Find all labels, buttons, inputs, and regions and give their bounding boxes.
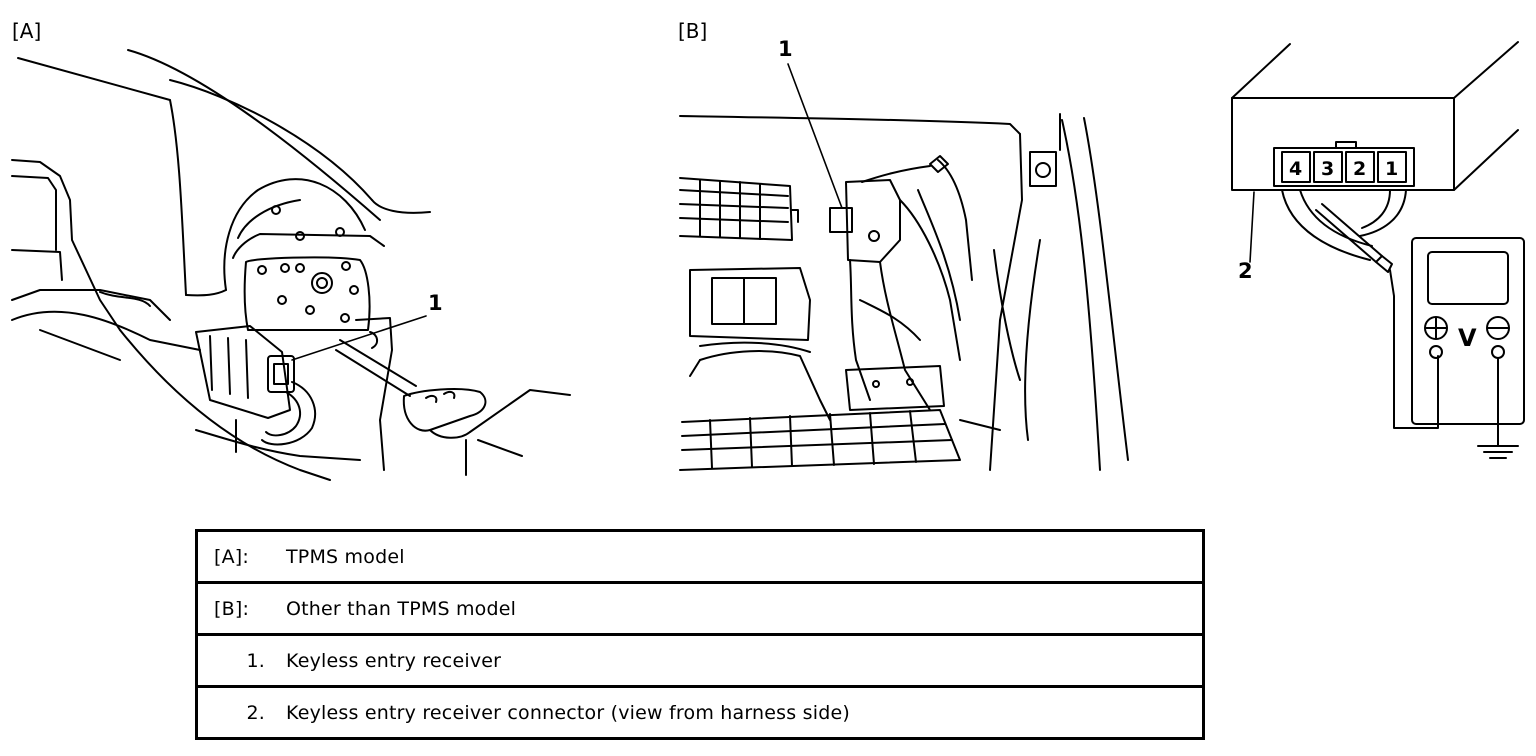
- panel-b-illustration: [B]: [678, 19, 1129, 471]
- pin-label: 4: [1289, 158, 1302, 180]
- pin-label: 2: [1353, 158, 1366, 180]
- legend-key: 2.: [196, 685, 286, 739]
- legend-text: Keyless entry receiver: [286, 633, 1204, 687]
- connector-illustration: 4 3 2 1 2 V: [1231, 41, 1525, 459]
- panel-b-callout-1: 1: [778, 37, 793, 61]
- panel-a-callout-1: 1: [428, 291, 443, 315]
- panel-a-illustration: [A]: [11, 19, 571, 481]
- legend-text: Other than TPMS model: [286, 581, 1204, 635]
- panel-b-label: [B]: [678, 19, 707, 43]
- legend-text: Keyless entry receiver connector (view f…: [286, 685, 1204, 739]
- pin-label: 3: [1321, 158, 1334, 180]
- legend-key: [B]:: [196, 581, 286, 635]
- legend-row: [A]: TPMS model: [197, 531, 1204, 583]
- diagram-figure: [A]: [11, 19, 1525, 481]
- legend-key: [A]:: [214, 545, 250, 568]
- legend-row: [B]: Other than TPMS model: [196, 581, 1204, 635]
- legend-row: 2. Keyless entry receiver connector (vie…: [196, 685, 1204, 739]
- legend-row: 1. Keyless entry receiver: [196, 633, 1204, 687]
- panel-a-label: [A]: [12, 19, 41, 43]
- voltmeter-symbol: V: [1458, 324, 1477, 352]
- pin-label: 1: [1385, 158, 1398, 180]
- legend-key: 1.: [196, 633, 286, 687]
- legend-table: [A]: TPMS model [B]: Other than TPMS mod…: [195, 529, 1205, 740]
- legend-text: TPMS model: [286, 545, 405, 568]
- connector-callout-2: 2: [1238, 259, 1253, 283]
